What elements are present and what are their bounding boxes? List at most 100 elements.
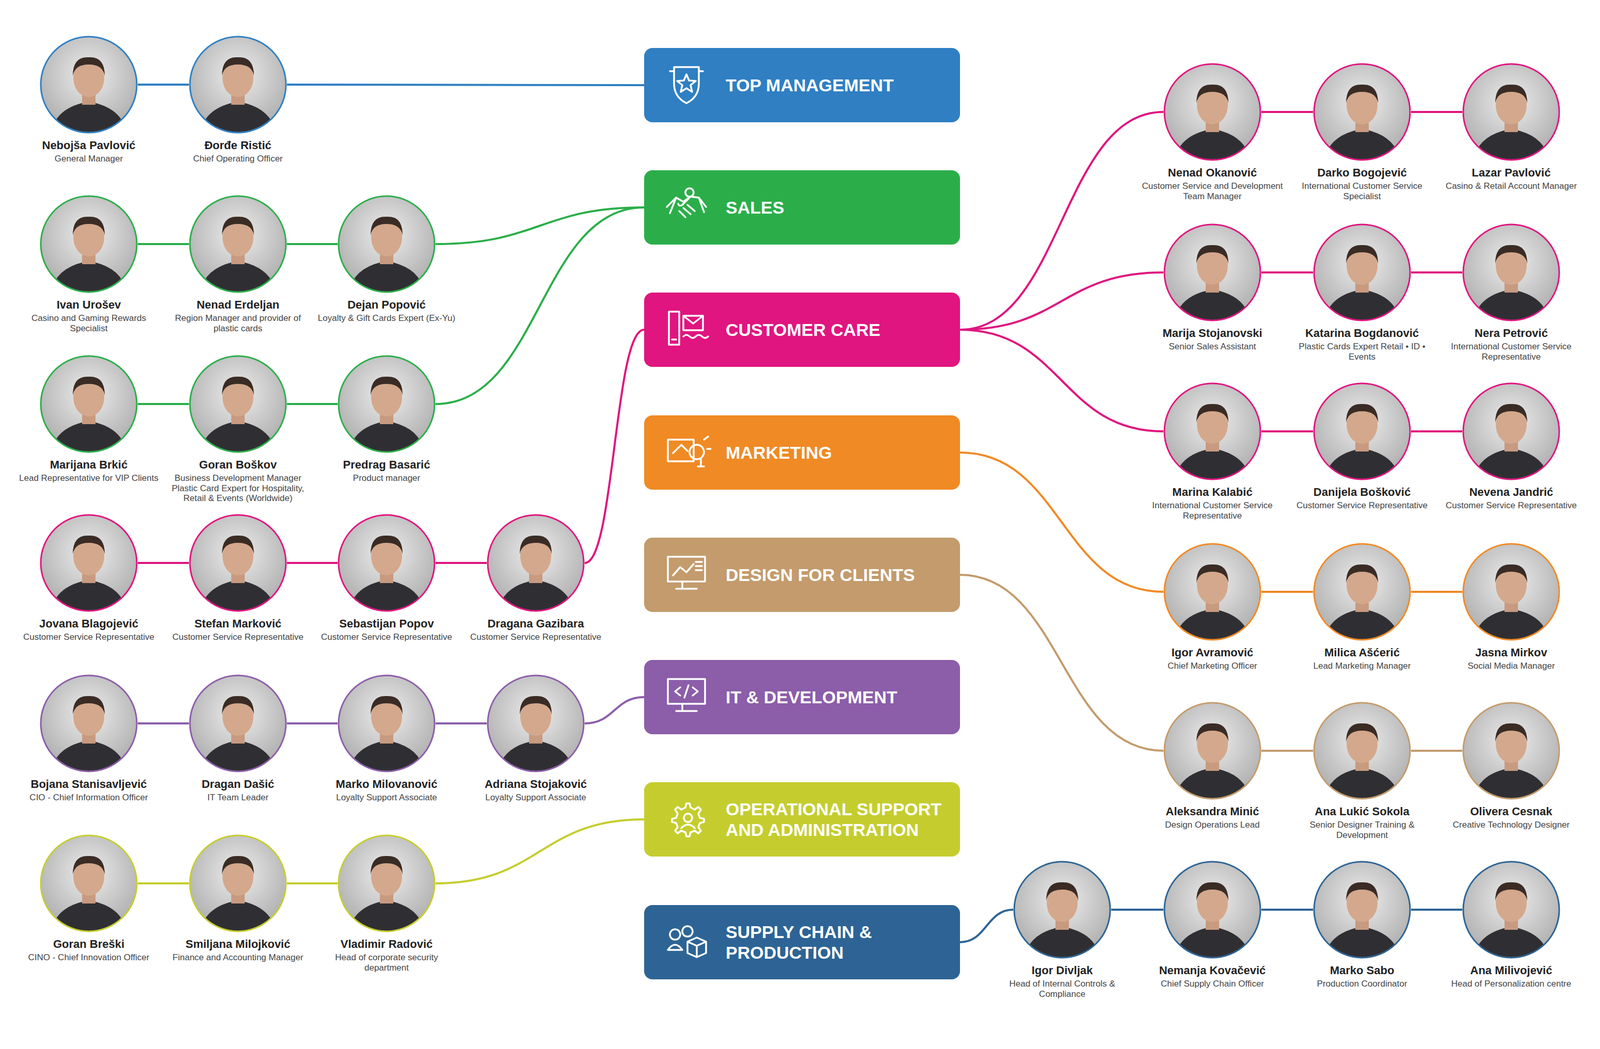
- person-name: Ana Lukić Sokola: [1288, 805, 1436, 819]
- person-name: Ana Milivojević: [1437, 964, 1585, 978]
- portrait-hair: [72, 535, 105, 555]
- portrait-body: [199, 101, 277, 134]
- job-title: Production Coordinator: [1288, 979, 1436, 990]
- department-box: SALES: [644, 170, 960, 245]
- connector-line: [1261, 110, 1314, 114]
- person-node: Marko SaboProduction Coordinator: [1313, 860, 1412, 959]
- portrait-body: [50, 900, 128, 933]
- portrait-hair: [72, 696, 105, 715]
- connector-line: [435, 819, 645, 884]
- portrait-hair: [1495, 882, 1528, 902]
- person-node: Ana MilivojevićHead of Personalization c…: [1462, 860, 1561, 959]
- department-box: SUPPLY CHAIN & PRODUCTION: [644, 905, 960, 980]
- portrait: [337, 514, 436, 613]
- portrait-hair: [370, 376, 403, 396]
- portrait: [337, 674, 436, 773]
- portrait: [1163, 223, 1262, 322]
- portrait: [1462, 542, 1561, 642]
- job-title: IT Team Leader: [164, 792, 312, 804]
- person-name: Marko Milovanović: [313, 777, 460, 792]
- person-node: Smiljana MilojkovićFinance and Accountin…: [188, 834, 287, 933]
- connector-line: [137, 83, 189, 86]
- person-node: Marina KalabićInternational Customer Ser…: [1163, 382, 1262, 481]
- portrait-ring: [338, 196, 435, 293]
- person-node: Marija StojanovskiSenior Sales Assistant: [1163, 223, 1262, 322]
- portrait-hair: [370, 535, 403, 555]
- person-node: Nera PetrovićInternational Customer Serv…: [1462, 223, 1561, 322]
- department-icon: [664, 306, 712, 354]
- person-name: Bojana Stanisavljević: [15, 777, 163, 792]
- person-name: Predrag Basarić: [313, 458, 460, 472]
- portrait-body: [1472, 609, 1550, 642]
- portrait-ring: [1314, 64, 1411, 160]
- portrait-hair: [221, 376, 254, 396]
- connector-line: [286, 243, 338, 246]
- person-node: Lazar PavlovićCasino & Retail Account Ma…: [1462, 62, 1561, 162]
- portrait-ring: [40, 36, 137, 133]
- person-node: Đorđe RistićChief Operating Officer: [188, 35, 287, 134]
- portrait-ring: [487, 675, 584, 772]
- connector-line: [1261, 908, 1314, 911]
- portrait-hair: [1196, 882, 1229, 902]
- job-title: Customer Service Representative: [1288, 500, 1436, 511]
- job-title: Loyalty Support Associate: [313, 792, 460, 804]
- portrait-body: [1173, 609, 1252, 642]
- connector-line: [435, 722, 487, 725]
- connector-line: [1411, 749, 1463, 752]
- portrait-body: [199, 261, 277, 294]
- job-title: Customer Service Representative: [15, 632, 163, 643]
- job-title: Business Development Manager Plastic Car…: [164, 473, 312, 504]
- person-caption: Igor DivljakHead of Internal Controls & …: [988, 964, 1136, 1000]
- portrait-hair: [1196, 723, 1229, 743]
- connector-line: [137, 403, 189, 406]
- portrait-ring: [1463, 64, 1560, 160]
- person-caption: Danijela BoškovićCustomer Service Repres…: [1288, 485, 1436, 511]
- portrait-ring: [40, 515, 137, 612]
- person-caption: Goran BreškiCINO - Chief Innovation Offi…: [15, 937, 163, 964]
- portrait-ring: [189, 515, 286, 612]
- person-node: Marijana BrkićLead Representative for VI…: [39, 355, 138, 454]
- portrait-hair: [1495, 245, 1528, 264]
- person-name: Marija Stojanovski: [1139, 326, 1286, 341]
- connector-line: [1261, 271, 1314, 274]
- portrait: [1313, 382, 1412, 481]
- person-node: Katarina BogdanovićPlastic Cards Expert …: [1313, 223, 1412, 322]
- portrait: [1313, 860, 1412, 959]
- connector-line: [1261, 430, 1314, 433]
- portrait-hair: [519, 535, 552, 555]
- person-node: Darko BogojevićInternational Customer Se…: [1313, 62, 1412, 162]
- connector-line: [960, 452, 1164, 592]
- portrait: [1462, 701, 1561, 800]
- person-name: Jasna Mirkov: [1437, 646, 1585, 660]
- person-name: Nenad Okanović: [1139, 166, 1286, 180]
- job-title: Customer Service Representative: [164, 632, 312, 643]
- person-name: Đorđe Ristić: [164, 138, 312, 153]
- portrait: [1013, 860, 1112, 959]
- portrait-ring: [1164, 224, 1261, 321]
- person-name: Aleksandra Minić: [1139, 805, 1286, 819]
- portrait-hair: [1495, 723, 1528, 743]
- portrait: [486, 514, 585, 613]
- portrait: [1313, 542, 1412, 642]
- job-title: Design Operations Lead: [1139, 820, 1286, 831]
- person-caption: Đorđe RistićChief Operating Officer: [164, 138, 312, 165]
- department-box: MARKETING: [644, 415, 960, 490]
- department-icon: [664, 919, 712, 966]
- person-name: Marijana Brkić: [15, 458, 163, 472]
- connector-line: [960, 329, 1164, 432]
- portrait-body: [199, 740, 277, 773]
- portrait-body: [1173, 289, 1252, 322]
- portrait-ring: [1314, 383, 1411, 480]
- person-caption: Stefan MarkovićCustomer Service Represen…: [164, 617, 312, 643]
- person-caption: Nemanja KovačevićChief Supply Chain Offi…: [1139, 964, 1286, 990]
- portrait-ring: [40, 196, 137, 293]
- portrait-ring: [1314, 861, 1411, 958]
- person-name: Marko Sabo: [1288, 964, 1436, 978]
- portrait-hair: [72, 856, 105, 875]
- connector-line: [137, 562, 189, 565]
- portrait-body: [347, 740, 426, 773]
- job-title: Customer Service and Development Team Ma…: [1139, 181, 1286, 202]
- portrait-ring: [1463, 702, 1560, 799]
- job-title: Head of Internal Controls & Compliance: [988, 979, 1136, 1000]
- job-title: Creative Technology Designer: [1437, 820, 1585, 831]
